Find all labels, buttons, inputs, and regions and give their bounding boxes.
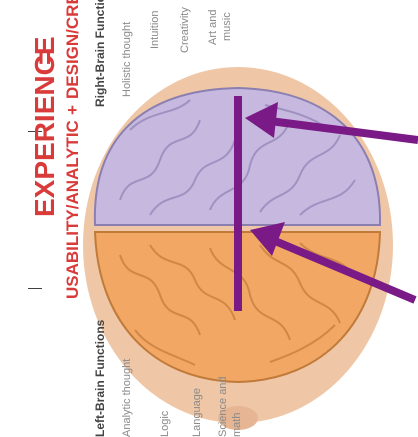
- left-panel-title: Left-Brain Functions: [93, 319, 107, 437]
- right-item-art: Art and: [207, 10, 219, 45]
- left-item-logic: Logic: [159, 410, 171, 437]
- right-item-music: music: [221, 12, 233, 41]
- title-plus: +: [63, 105, 82, 115]
- left-item-science: Science and: [217, 376, 229, 437]
- right-item-intuition: Intuition: [149, 10, 161, 49]
- title-equals: =: [29, 49, 60, 65]
- left-item-math: math: [231, 413, 243, 437]
- right-item-creativity: Creativity: [179, 7, 191, 53]
- left-edge-mark-bottom: —: [28, 279, 42, 295]
- left-item-language: Language: [191, 388, 203, 437]
- title-design: DESIGN/CREATIVE: [63, 0, 82, 99]
- left-item-analytic: Analytic thought: [121, 359, 133, 437]
- right-item-holistic: Holistic thought: [121, 22, 133, 97]
- divider-marker-line: [234, 96, 242, 311]
- right-panel-title: Right-Brain Functions: [93, 0, 107, 107]
- title-usability: USABILITY/ANALYTIC: [63, 120, 82, 299]
